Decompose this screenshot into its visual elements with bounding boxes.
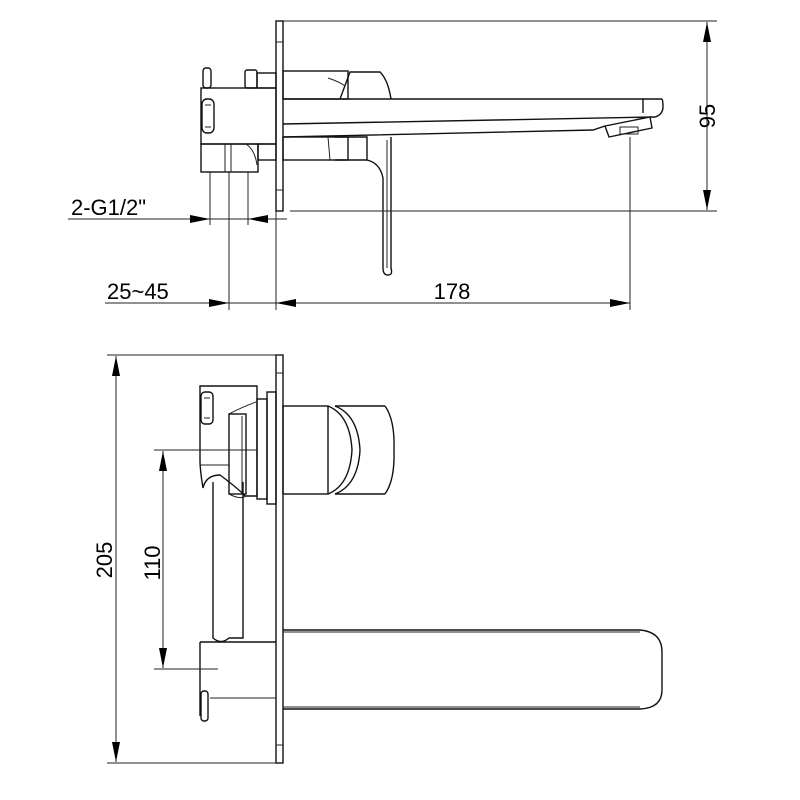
valve-body-top <box>199 385 277 722</box>
spout <box>282 98 664 138</box>
handle-top <box>282 405 395 495</box>
side-view: 95 2-G1/2" 25~45 178 <box>68 20 720 310</box>
dim-label-95: 95 <box>695 104 720 128</box>
dim-wall-depth: 25~45 <box>105 172 630 310</box>
dim-plate-205: 205 <box>92 354 283 764</box>
dim-label-connection: 2-G1/2" <box>71 195 146 220</box>
dim-label-wall-depth: 25~45 <box>107 279 169 304</box>
spout-top <box>283 629 663 710</box>
mixer-hub <box>282 70 393 276</box>
dim-spout-length: 178 <box>434 137 631 310</box>
dim-height-95: 95 <box>283 20 720 212</box>
wall-plate-top <box>275 354 284 764</box>
dim-connection: 2-G1/2" <box>68 172 287 225</box>
dim-label-110: 110 <box>140 545 165 580</box>
valve-body <box>200 67 277 173</box>
dim-label-178: 178 <box>434 279 471 304</box>
wall-plate <box>275 20 284 212</box>
dim-label-205: 205 <box>92 542 117 579</box>
dim-center-110: 110 <box>140 449 257 670</box>
top-view: 205 110 <box>92 354 663 764</box>
